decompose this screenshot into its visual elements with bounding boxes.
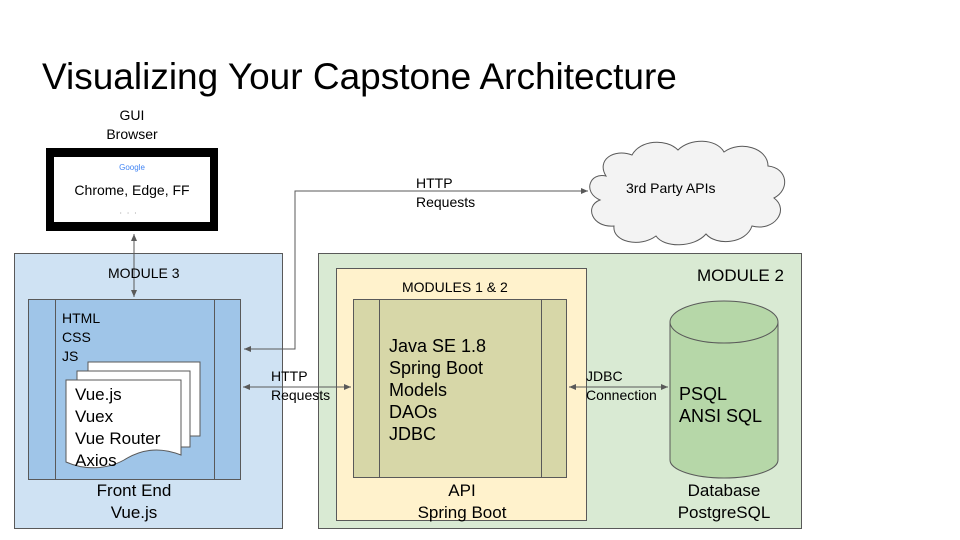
cloud-label: 3rd Party APIs xyxy=(626,180,716,196)
api-tech-list: Java SE 1.8 Spring Boot Models DAOs JDBC xyxy=(389,335,486,445)
database-footer-sub: PostgreSQL xyxy=(677,503,771,522)
http-top-line1: HTTP xyxy=(416,175,453,191)
frontend-footer-title: Front End xyxy=(96,481,172,500)
api-jdbc: JDBC xyxy=(389,424,437,444)
lib-vuejs: Vue.js xyxy=(75,385,122,404)
tech-html: HTML xyxy=(62,310,101,326)
browser-caption-browser: Browser xyxy=(106,126,158,142)
http-mid-line1: HTTP xyxy=(271,368,308,384)
module2-label: MODULE 2 xyxy=(697,266,784,285)
api-footer-title: API xyxy=(448,481,476,500)
tech-js: JS xyxy=(62,348,79,364)
api-footer-sub: Spring Boot xyxy=(417,503,507,522)
lib-vue-router: Vue Router xyxy=(75,429,161,448)
frontend-tech-list: HTML CSS JS xyxy=(62,309,100,366)
api-java: Java SE 1.8 xyxy=(389,336,487,356)
http-top-line2: Requests xyxy=(416,194,476,210)
api-daos: DAOs xyxy=(389,402,438,422)
api-models: Models xyxy=(389,380,448,400)
jdbc-line1: JDBC xyxy=(586,368,623,384)
browser-window: Google Chrome, Edge, FF ••• xyxy=(46,148,218,231)
database-footer-title: Database xyxy=(687,481,761,500)
db-ansi-sql: ANSI SQL xyxy=(679,406,763,426)
jdbc-line2: Connection xyxy=(586,387,657,403)
module3-label: MODULE 3 xyxy=(108,265,180,281)
api-modules-label: MODULES 1 & 2 xyxy=(402,279,508,295)
http-mid-line2: Requests xyxy=(271,387,331,403)
browser-label: Chrome, Edge, FF xyxy=(74,182,190,198)
tech-css: CSS xyxy=(62,329,91,345)
lib-axios: Axios xyxy=(75,451,117,470)
shortcut-dots: ••• xyxy=(120,210,143,215)
slide-title: Visualizing Your Capstone Architecture xyxy=(42,56,677,97)
frontend-footer-sub: Vue.js xyxy=(110,503,158,522)
lib-vuex: Vuex xyxy=(75,407,114,426)
vue-lib-list: Vue.js Vuex Vue Router Axios xyxy=(75,384,160,472)
browser-screen: Google Chrome, Edge, FF ••• xyxy=(54,157,210,222)
api-spring-boot: Spring Boot xyxy=(389,358,484,378)
db-psql: PSQL xyxy=(679,384,728,404)
browser-caption-gui: GUI xyxy=(119,107,145,123)
database-list: PSQL ANSI SQL xyxy=(679,383,762,427)
google-logo: Google xyxy=(119,163,145,172)
